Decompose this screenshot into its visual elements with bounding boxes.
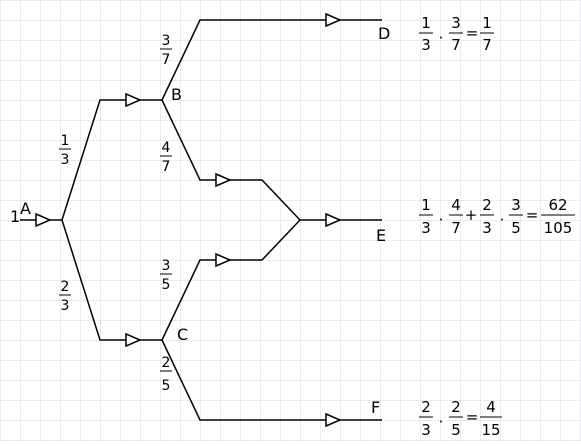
arrow-icon xyxy=(325,12,342,28)
arrow-icon xyxy=(125,92,142,108)
svg-text:3: 3 xyxy=(61,152,70,168)
edge-b-d xyxy=(161,19,382,101)
svg-text:5: 5 xyxy=(162,378,171,394)
svg-text:5: 5 xyxy=(511,219,521,237)
svg-text:2: 2 xyxy=(61,279,70,295)
svg-text:3: 3 xyxy=(421,36,431,54)
svg-text:2: 2 xyxy=(421,398,431,416)
prob-b-d: 3 7 xyxy=(160,33,172,68)
input-label: 1 xyxy=(10,207,20,226)
arrows xyxy=(35,12,342,428)
edge-probabilities: 1 3 2 3 3 7 4 7 3 5 2 5 xyxy=(59,33,172,394)
arrow-icon xyxy=(125,332,142,348)
svg-text:3: 3 xyxy=(421,219,431,237)
arrow-icon xyxy=(325,412,342,428)
svg-text:15: 15 xyxy=(481,421,500,439)
svg-text:3: 3 xyxy=(421,421,431,439)
formula-e: 1 3 · 4 7 + 2 3 · 3 5 = 62 105 xyxy=(419,196,575,237)
svg-text:=: = xyxy=(466,24,479,42)
svg-text:3: 3 xyxy=(451,14,461,32)
arrow-icon xyxy=(215,252,232,268)
node-e: E xyxy=(376,226,386,245)
svg-text:4: 4 xyxy=(486,398,496,416)
svg-text:·: · xyxy=(439,413,444,431)
formula-d: 1 3 · 3 7 = 1 7 xyxy=(419,14,494,54)
prob-c-e: 3 5 xyxy=(160,258,172,293)
svg-text:=: = xyxy=(526,206,539,224)
node-f: F xyxy=(371,398,380,417)
prob-c-f: 2 5 xyxy=(160,355,172,394)
svg-text:7: 7 xyxy=(451,219,461,237)
svg-text:4: 4 xyxy=(162,140,171,156)
node-a: A xyxy=(20,199,31,218)
svg-text:105: 105 xyxy=(544,219,573,237)
svg-text:7: 7 xyxy=(451,36,461,54)
svg-text:3: 3 xyxy=(482,219,492,237)
edge-c-f xyxy=(161,339,382,421)
svg-text:=: = xyxy=(466,408,479,426)
svg-text:5: 5 xyxy=(162,277,171,293)
svg-text:2: 2 xyxy=(162,355,171,371)
node-labels: 1 A B C D E F xyxy=(10,24,390,417)
prob-a-b: 1 3 xyxy=(59,133,71,168)
svg-text:3: 3 xyxy=(162,258,171,274)
svg-text:1: 1 xyxy=(482,14,492,32)
svg-text:2: 2 xyxy=(482,196,492,214)
svg-text:5: 5 xyxy=(451,421,461,439)
svg-text:7: 7 xyxy=(162,159,171,175)
arrow-icon xyxy=(215,172,232,188)
svg-text:1: 1 xyxy=(421,196,431,214)
svg-text:·: · xyxy=(439,29,444,47)
svg-text:+: + xyxy=(465,206,478,224)
svg-text:1: 1 xyxy=(421,14,431,32)
node-c: C xyxy=(177,325,188,344)
svg-text:3: 3 xyxy=(511,196,521,214)
svg-text:3: 3 xyxy=(162,33,171,49)
prob-a-c: 2 3 xyxy=(59,279,71,314)
svg-text:1: 1 xyxy=(61,133,70,149)
svg-text:7: 7 xyxy=(162,52,171,68)
prob-b-e: 4 7 xyxy=(160,140,172,175)
arrow-icon xyxy=(325,212,342,228)
node-b: B xyxy=(171,85,182,104)
svg-text:·: · xyxy=(439,211,444,229)
svg-text:4: 4 xyxy=(451,196,461,214)
node-d: D xyxy=(378,24,390,43)
formula-f: 2 3 · 2 5 = 4 15 xyxy=(419,398,502,439)
svg-text:7: 7 xyxy=(482,36,492,54)
arrow-icon xyxy=(35,212,52,228)
svg-text:3: 3 xyxy=(61,298,70,314)
svg-text:62: 62 xyxy=(548,196,567,214)
svg-text:·: · xyxy=(500,211,505,229)
svg-text:2: 2 xyxy=(451,398,461,416)
